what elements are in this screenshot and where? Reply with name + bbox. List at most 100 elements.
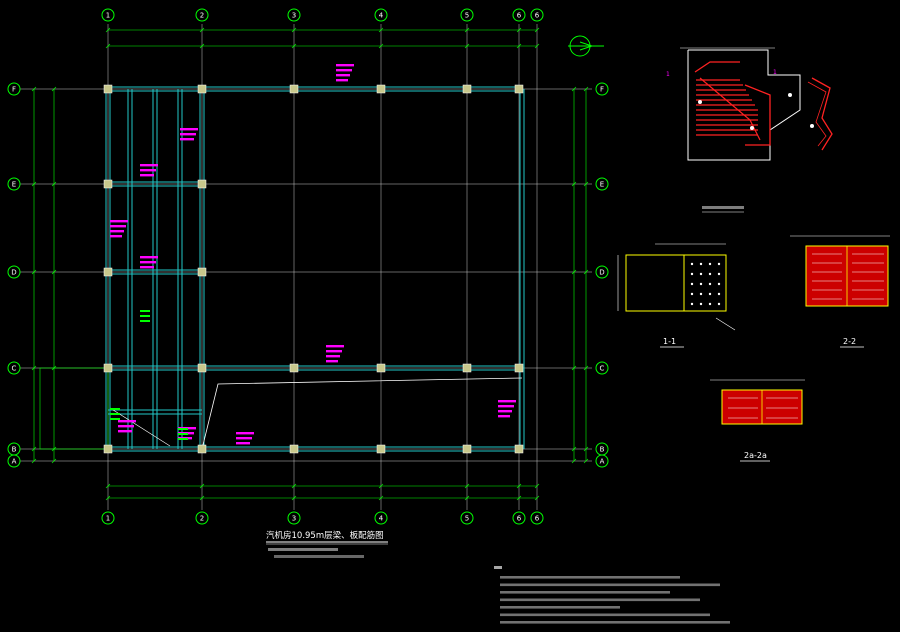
rebar-dot	[708, 292, 712, 296]
grid-bubble-label: D	[599, 269, 604, 277]
column	[289, 84, 299, 94]
dimension-tick	[534, 483, 540, 489]
dimension-tick	[51, 458, 57, 464]
grid-bubble-circle	[101, 8, 115, 22]
section-2-2: 2-2	[790, 235, 890, 348]
rebar-annotation	[140, 261, 156, 264]
dimension-tick	[583, 86, 589, 92]
slab-annotation	[140, 320, 150, 322]
grid-bubble-circle	[374, 8, 388, 22]
rebar-annotation	[140, 256, 158, 259]
column	[197, 179, 207, 189]
grid-bubble-label: 5	[465, 12, 469, 20]
dimension-tick	[291, 483, 297, 489]
dimension-tick	[105, 43, 111, 49]
rebar-dot	[708, 282, 712, 286]
column	[197, 84, 207, 94]
grid-bubble: D	[7, 265, 21, 279]
column	[103, 363, 113, 373]
grid-bubble-circle	[595, 177, 609, 191]
column	[376, 84, 386, 94]
grid-bubble: 6	[512, 8, 526, 22]
grid-bubble-circle	[287, 8, 301, 22]
dimension-tick	[464, 27, 470, 33]
rebar-annotation	[498, 415, 510, 418]
dimension-tick	[105, 483, 111, 489]
grid-bubble-label: D	[11, 269, 16, 277]
dimension-tick	[571, 458, 577, 464]
slab-annotation	[110, 413, 120, 415]
plan-title-block: 汽机房10.95m层梁、板配筋图	[266, 530, 388, 558]
rebar-dot	[699, 262, 703, 266]
rebar-dot	[699, 292, 703, 296]
grid-bubble: F	[595, 82, 609, 96]
slab-annotation	[140, 315, 150, 317]
column	[514, 444, 524, 454]
grid-bubble-circle	[530, 511, 544, 525]
notes-line	[500, 613, 710, 617]
rebar-annotation	[110, 220, 128, 223]
rebar-annotation	[180, 138, 194, 141]
columns	[103, 84, 524, 454]
rebar-dot	[708, 302, 712, 306]
section-2-2-label: 2-2	[843, 337, 856, 346]
grid-bubble-circle	[7, 361, 21, 375]
rebar-annotation	[236, 437, 252, 440]
dimension-tick	[571, 365, 577, 371]
dimension-tick	[31, 181, 37, 187]
dimension-tick	[378, 43, 384, 49]
grid-bubble: F	[7, 82, 21, 96]
dimension-tick	[516, 495, 522, 501]
grid-bubble-label: B	[12, 446, 17, 454]
grid-bubble: 1	[101, 8, 115, 22]
rebar-dot	[699, 302, 703, 306]
rebar-annotation	[326, 355, 340, 358]
dimension-tick	[31, 269, 37, 275]
dimension-tick	[583, 269, 589, 275]
grid-bubble-label: B	[600, 446, 605, 454]
rebar-dot	[717, 272, 721, 276]
grid-bubble-label: 6	[535, 515, 540, 523]
notes-line	[500, 576, 680, 579]
dimension-tick	[199, 43, 205, 49]
dimension-tick	[464, 483, 470, 489]
rebar-dot	[708, 272, 712, 276]
grid-bubble-circle	[7, 82, 21, 96]
column	[103, 84, 113, 94]
dimension-tick	[199, 483, 205, 489]
grid-bubble: 1	[101, 511, 115, 525]
rebar-annotation	[140, 169, 156, 172]
column	[514, 84, 524, 94]
dimension-tick	[51, 269, 57, 275]
grid-bubble-label: 4	[379, 12, 384, 20]
grid-bubble-label: 2	[200, 515, 204, 523]
grid-bubble-label: A	[600, 458, 605, 466]
rebar-annotation	[336, 74, 350, 77]
rebar-annotation	[118, 430, 132, 433]
grid-bubble-label: E	[600, 181, 604, 189]
column	[103, 267, 113, 277]
grid-bubble-circle	[512, 511, 526, 525]
slab-annotation	[178, 438, 188, 440]
column	[103, 179, 113, 189]
dimension-tick	[583, 365, 589, 371]
rebar-dot	[717, 282, 721, 286]
dimension-tick	[534, 495, 540, 501]
dimension-tick	[571, 269, 577, 275]
grid-bubble: 3	[287, 8, 301, 22]
rebar-annotation	[498, 400, 516, 403]
rebar-dot	[690, 262, 694, 266]
rebar-annotation	[336, 79, 348, 82]
beams	[105, 86, 525, 452]
column	[376, 444, 386, 454]
dimension-tick	[291, 43, 297, 49]
rebar-annotation	[110, 225, 126, 228]
section-2a-2a-rebar	[728, 397, 798, 419]
notes-heading	[494, 566, 502, 569]
grid-bubble-circle	[595, 265, 609, 279]
dimension-tick	[583, 181, 589, 187]
column	[462, 363, 472, 373]
grid-bubble: 6	[530, 8, 544, 22]
dimension-tick	[571, 446, 577, 452]
